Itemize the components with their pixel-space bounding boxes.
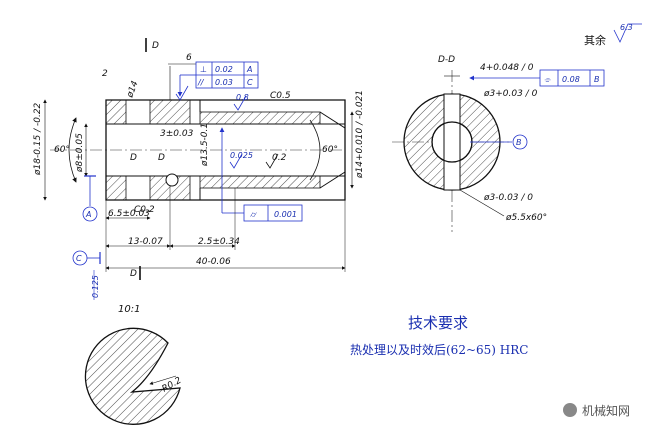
- section-fcf-value: 0.08: [562, 75, 580, 84]
- fcf-top-row2-datum: C: [247, 78, 253, 87]
- detail-scale-label: 10:1: [118, 304, 140, 315]
- dim-3-bottom-label: ø3-0.03 / 0: [483, 193, 533, 203]
- section-fcf-symbol: ⌯: [544, 75, 551, 84]
- chamfer-bottom-label: C0.2: [134, 205, 155, 215]
- dim-40-label: 40-0.06: [196, 257, 231, 267]
- fcf-top-row2-value: 0.03: [215, 78, 233, 87]
- rough-0-8-label: 0.8: [236, 93, 249, 102]
- detail-hatched-profile: [84, 327, 181, 425]
- section-view: D-D 4+0.048 / 0 ø3+0.03 / 0 ø3-0.03 / 0 …: [392, 55, 605, 232]
- corner-note: 其余 6.3: [584, 23, 642, 47]
- fcf-mid-symbol: ⌭: [250, 210, 257, 219]
- dim-3-top-label: ø3+0.03 / 0: [483, 89, 538, 99]
- dia-14-top-label: ø14: [125, 79, 141, 100]
- datum-a-label: A: [85, 210, 91, 219]
- chamfer-top-label: C0.5: [270, 91, 291, 101]
- section-slot: [443, 93, 461, 191]
- dia-8-label: ø8±0.05: [75, 133, 85, 173]
- left-dim-0125-label: 0.125: [91, 275, 100, 298]
- fcf-top: ⊥ 0.02 A // 0.03 C: [177, 61, 259, 97]
- section-mark-top: D: [152, 41, 159, 51]
- main-view: 60° 60° ø18-0.15 / -0.22 ø8±0.05 ø13.5-0…: [33, 38, 365, 300]
- wall-hatch-top-mid: [149, 99, 191, 125]
- dim-3-label: 3±0.03: [160, 129, 194, 139]
- section-letter-right: D: [158, 153, 165, 163]
- detail-view: 10:1 R0.2: [84, 304, 184, 425]
- rough-0-2-label: 0.2: [272, 153, 287, 163]
- fcf-top-row2-symbol: //: [197, 78, 205, 87]
- fcf-top-row1-datum: A: [246, 65, 252, 74]
- dia-13-5-label: ø13.5-0.1: [200, 123, 210, 167]
- datum-b-label: B: [516, 138, 522, 147]
- requirements-title: 技术要求: [408, 314, 468, 332]
- dia-14-right-label: ø14+0.010 / -0.021: [355, 90, 365, 179]
- watermark: 机械知网: [563, 403, 630, 418]
- dim-2-label: 2: [102, 69, 108, 79]
- countersink-label: ø5.5x60°: [505, 213, 547, 223]
- section-mark-bottom: D: [130, 269, 137, 279]
- dim-6-5-label: 6.5±0.03: [108, 209, 150, 219]
- fcf-top-row1-symbol: ⊥: [200, 65, 207, 74]
- angle-left-label: 60°: [54, 145, 70, 155]
- wall-hatch-bottom-left: [105, 175, 127, 201]
- fcf-top-row1-value: 0.02: [215, 65, 233, 74]
- watermark-text: 机械知网: [582, 403, 630, 418]
- dia-18-label: ø18-0.15 / -0.22: [33, 102, 43, 176]
- section-fcf-datum: B: [594, 75, 600, 84]
- wall-hatch-bottom-right: [199, 175, 321, 189]
- wall-hatch-top-left: [105, 99, 127, 125]
- requirements: 技术要求 热处理以及时效后(62~65) HRC: [350, 314, 528, 357]
- datum-c-label: C: [76, 254, 82, 263]
- dim-13-label: 13-0.07: [128, 237, 163, 247]
- fcf-mid: ⌭ 0.001: [219, 127, 303, 222]
- dim-4-label: 4+0.048 / 0: [480, 63, 534, 73]
- corner-note-text: 其余: [584, 33, 606, 47]
- watermark-logo-icon: [563, 403, 577, 417]
- fcf-mid-value: 0.001: [274, 210, 297, 219]
- section-letter-left: D: [130, 153, 137, 163]
- dim-2-5-label: 2.5±0.34: [198, 237, 240, 247]
- requirements-line1: 热处理以及时效后(62~65) HRC: [350, 342, 528, 357]
- corner-roughness-value: 6.3: [620, 23, 633, 32]
- dim-6-label: 6: [186, 53, 192, 63]
- section-title: D-D: [438, 55, 455, 65]
- wall-hatch-top-right: [199, 111, 321, 125]
- section-fcf: ⌯ 0.08 B: [469, 69, 605, 87]
- angle-right-label: 60°: [322, 145, 338, 155]
